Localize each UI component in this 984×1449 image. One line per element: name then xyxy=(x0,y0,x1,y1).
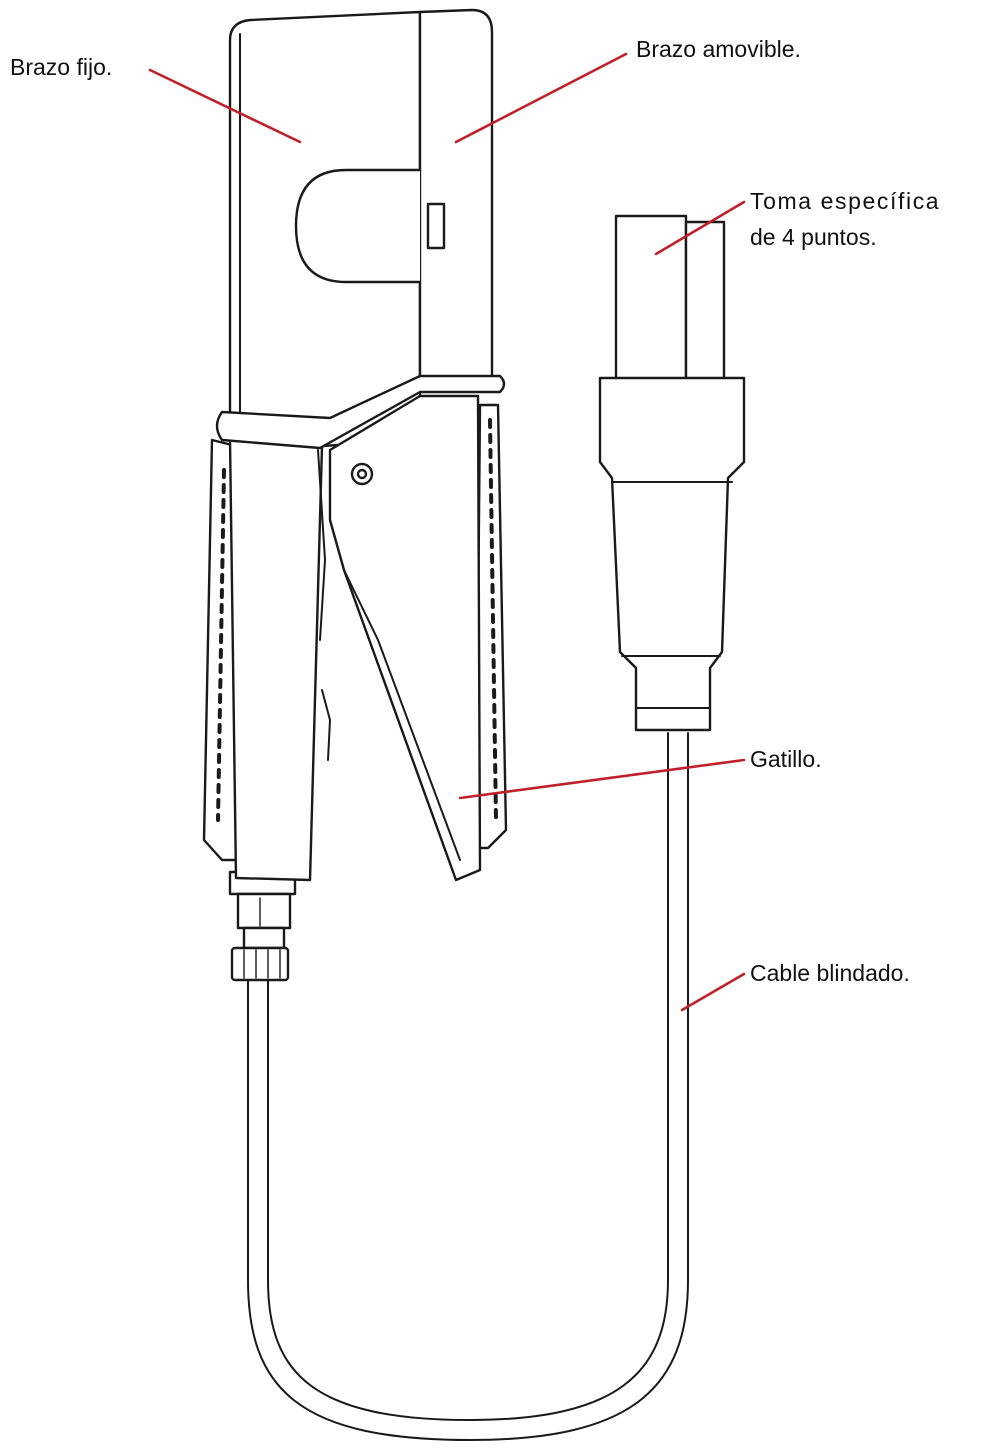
leader-lines xyxy=(148,52,746,1012)
jaw-opening xyxy=(294,168,446,284)
leader-fixed-arm xyxy=(148,68,302,144)
leader-movable-arm xyxy=(454,52,628,144)
label-movable-arm: Brazo amovible. xyxy=(636,36,801,62)
label-trigger: Gatillo. xyxy=(750,746,822,772)
leader-trigger xyxy=(458,758,746,800)
left-grip-rail xyxy=(202,438,238,862)
four-point-plug xyxy=(598,214,746,732)
label-socket-line2: de 4 puntos. xyxy=(750,224,877,250)
label-cable: Cable blindado. xyxy=(750,960,910,986)
movable-arm-jaw xyxy=(411,8,494,382)
label-socket-line1: Toma específica xyxy=(750,188,941,214)
leader-socket xyxy=(654,200,746,256)
leader-cable xyxy=(680,972,746,1012)
trigger-lever xyxy=(328,394,482,882)
label-fixed-arm: Brazo fijo. xyxy=(10,54,113,80)
shielded-cable xyxy=(247,732,689,1441)
collar-band xyxy=(215,374,506,450)
clamp-neck-connector xyxy=(228,870,297,982)
